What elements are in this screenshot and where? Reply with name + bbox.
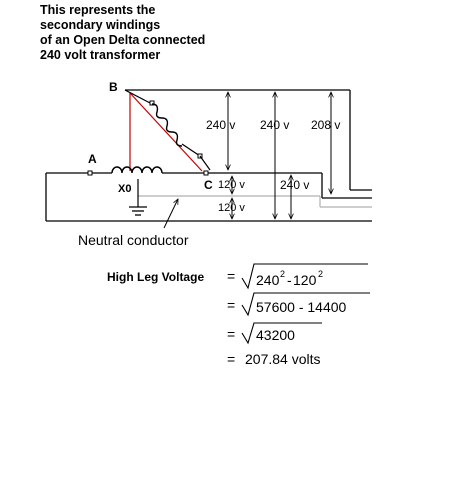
eq-line4: 207.84 volts (245, 351, 321, 367)
equation-equals-3: = (227, 326, 235, 342)
radical-sign-1-icon (241, 263, 368, 290)
node-c-label: C (204, 178, 213, 192)
neutral-conductor-label: Neutral conductor (78, 232, 189, 248)
eq-line3: 43200 (256, 327, 295, 343)
terminal-b-c-top (149, 100, 155, 106)
coil-b-c-icon (151, 103, 183, 147)
delta-triangle (129, 92, 203, 172)
radical-sign-3-icon (241, 322, 322, 345)
high-leg-equation: High Leg Voltage = 240 2 - 120 2 = 57600… (107, 263, 370, 367)
node-b-label: B (109, 80, 118, 94)
voltage-c-bottom-label: 120 v (218, 202, 245, 214)
winding-b-c-lead-mid (181, 143, 201, 157)
eq-line1-exp2: 2 (318, 269, 323, 279)
title-line-3: of an Open Delta connected (40, 33, 206, 47)
voltage-b-bus-label: 240 v (260, 118, 289, 132)
node-x0-label: X0 (118, 183, 131, 195)
eq-line1-exp1: 2 (280, 269, 285, 279)
node-a-label: A (88, 152, 97, 166)
equation-label: High Leg Voltage (107, 270, 204, 284)
terminal-c (203, 170, 209, 176)
terminal-a (87, 170, 93, 176)
winding-a-c (46, 166, 372, 199)
triangle-hypotenuse (129, 92, 203, 172)
eq-line1-base2: 120 (293, 272, 317, 288)
radical-sign-2-icon (241, 292, 370, 317)
winding-b-c-lead-top (124, 89, 153, 105)
voltage-b-c-label: 240 v (206, 118, 235, 132)
voltage-a-c-label: 240 v (280, 178, 309, 192)
eq-line1-base1: 240 (256, 272, 280, 288)
equation-equals-4: = (227, 351, 235, 367)
neutral-pointer-arrow (163, 199, 179, 229)
winding-b-c (124, 89, 211, 171)
equation-equals-2: = (227, 297, 235, 313)
winding-b-c-lead-bottom (199, 155, 211, 171)
coil-a-c-icon (111, 166, 163, 174)
diagram-title: This represents the secondary windings o… (40, 3, 205, 63)
ground-symbol-icon (129, 179, 147, 216)
title-line-2: secondary windings (40, 18, 161, 32)
eq-line2: 57600 - 14400 (256, 299, 347, 315)
title-line-1: This represents the (40, 3, 156, 17)
eq-line1-minus: - (287, 272, 292, 288)
equation-equals-1: = (227, 268, 235, 284)
voltage-high-leg-label: 208 v (311, 118, 340, 132)
title-line-4: 240 volt transformer (40, 48, 161, 62)
voltage-c-top-label: 120 v (218, 179, 245, 191)
